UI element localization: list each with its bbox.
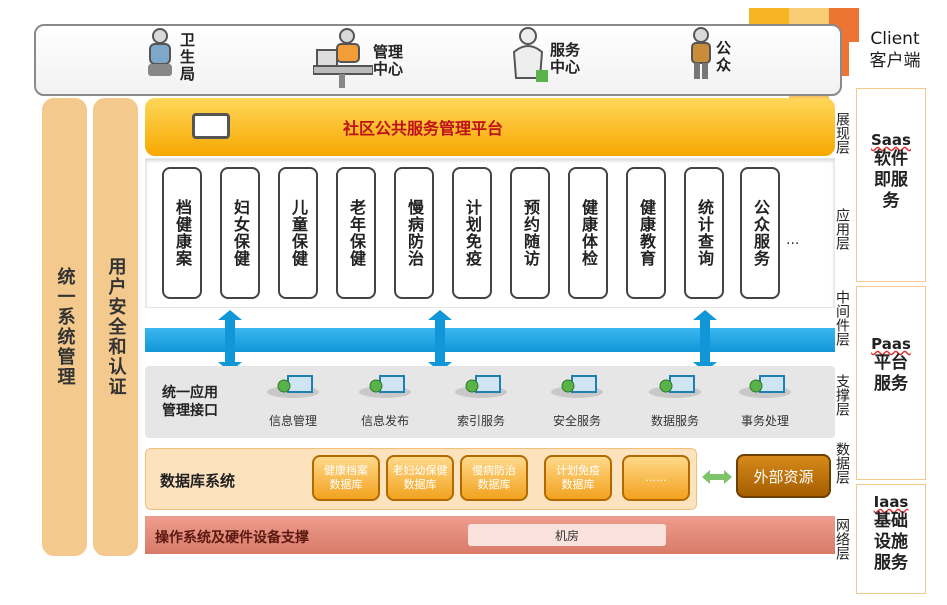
service-label: 事务处理 <box>740 414 789 428</box>
app-label: 预约随访 <box>521 199 540 267</box>
app-label: 慢病防治 <box>405 199 424 267</box>
db-health-records: 健康档案 数据库 <box>312 455 380 501</box>
service-info-management: 信息管理 <box>258 372 328 429</box>
app-label: 老年保健 <box>347 199 366 267</box>
double-arrow-icon <box>693 310 717 372</box>
layer-support: 支撑层 <box>834 374 850 416</box>
actor-label: 管理 中心 <box>373 43 404 78</box>
service-info-publish: 信息发布 <box>350 372 420 429</box>
person-walking-icon <box>686 26 716 88</box>
db-immunization: 计划免疫 数据库 <box>544 455 612 501</box>
database-title: 数据库系统 <box>160 472 236 490</box>
app-chronic-disease: 慢病防治 <box>394 167 434 299</box>
layer-presentation: 展现层 <box>834 112 850 154</box>
double-arrow-icon <box>702 470 732 484</box>
platform-title: 社区公共服务管理平台 <box>343 119 504 138</box>
app-appointment: 预约随访 <box>510 167 550 299</box>
client-label: Client 客户端 <box>869 29 921 71</box>
model-desc: 平台 服务 <box>874 353 908 394</box>
interface-title: 统一应用 管理接口 <box>162 385 218 419</box>
service-label: 信息发布 <box>360 414 409 428</box>
service-data: 数据服务 <box>640 372 710 429</box>
apps-more: ... <box>786 232 800 248</box>
person-sitting-icon <box>140 26 180 88</box>
actor-public: 公 众 <box>686 26 731 88</box>
unified-system-management: 统一系统管理 <box>42 98 87 556</box>
model-desc: 基础 设施 服务 <box>874 511 908 573</box>
column-label: 用户安全和认证 <box>105 257 127 397</box>
monitor-icon <box>192 113 230 139</box>
os-title: 操作系统及硬件设备支撑 <box>155 530 309 546</box>
iaas-box: Iaas 基础 设施 服务 <box>856 484 926 594</box>
external-resources: 外部资源 <box>736 454 831 498</box>
model-name: Iaas <box>873 493 909 511</box>
column-label: 统一系统管理 <box>54 267 76 387</box>
actor-label: 卫 生 局 <box>180 30 196 83</box>
actor-label: 服务 中心 <box>550 41 581 76</box>
layer-network: 网络层 <box>834 518 850 560</box>
app-women-health: 妇女保健 <box>220 167 260 299</box>
app-label: 健康教育 <box>637 199 656 267</box>
app-label: 统计查询 <box>695 199 714 267</box>
person-standing-icon <box>506 26 550 92</box>
db-chronic-disease: 慢病防治 数据库 <box>460 455 528 501</box>
service-label: 安全服务 <box>552 414 601 428</box>
server-icon <box>454 372 508 398</box>
service-label: 信息管理 <box>268 414 317 428</box>
app-health-records: 档健康案 <box>162 167 202 299</box>
actor-label: 公 众 <box>716 39 732 74</box>
paas-box: Paas 平台 服务 <box>856 286 926 480</box>
service-label: 数据服务 <box>650 414 699 428</box>
actor-health-bureau: 卫 生 局 <box>140 26 195 88</box>
app-health-checkup: 健康体检 <box>568 167 608 299</box>
user-security-auth: 用户安全和认证 <box>93 98 138 556</box>
app-label: 公众服务 <box>751 199 770 267</box>
layer-data: 数据层 <box>834 442 850 484</box>
middleware-bus <box>145 328 835 352</box>
machine-room: 机房 <box>468 524 666 546</box>
model-name: Paas <box>871 335 911 353</box>
server-icon <box>550 372 604 398</box>
model-name: Saas <box>871 131 911 149</box>
double-arrow-icon <box>428 310 452 372</box>
desk-worker-icon <box>312 26 374 96</box>
app-label: 妇女保健 <box>231 199 250 267</box>
server-icon <box>358 372 412 398</box>
platform-header: 社区公共服务管理平台 <box>145 98 835 156</box>
server-icon <box>738 372 792 398</box>
app-statistics: 统计查询 <box>684 167 724 299</box>
app-label: 计划免疫 <box>463 199 482 267</box>
app-child-health: 儿童保健 <box>278 167 318 299</box>
app-label: 档健康案 <box>173 199 192 267</box>
app-health-education: 健康教育 <box>626 167 666 299</box>
saas-box: Saas 软件 即服 务 <box>856 88 926 282</box>
app-immunization: 计划免疫 <box>452 167 492 299</box>
server-icon <box>266 372 320 398</box>
app-public-service: 公众服务 <box>740 167 780 299</box>
model-desc: 软件 即服 务 <box>874 149 908 211</box>
service-index: 索引服务 <box>446 372 516 429</box>
double-arrow-icon <box>218 310 242 372</box>
actor-management-center: 管理 中心 <box>312 26 404 96</box>
service-security: 安全服务 <box>542 372 612 429</box>
app-label: 健康体检 <box>579 199 598 267</box>
db-maternal-child: 老妇幼保健 数据库 <box>386 455 454 501</box>
service-label: 索引服务 <box>456 414 505 428</box>
bus-arrows <box>218 310 717 372</box>
layer-middleware: 中间件层 <box>834 290 850 346</box>
db-more: ...... <box>622 455 690 501</box>
server-icon <box>648 372 702 398</box>
app-label: 儿童保健 <box>289 199 308 267</box>
service-transaction: 事务处理 <box>730 372 800 429</box>
actor-service-center: 服务 中心 <box>506 26 580 92</box>
app-elderly-health: 老年保健 <box>336 167 376 299</box>
layer-application: 应用层 <box>834 208 850 250</box>
